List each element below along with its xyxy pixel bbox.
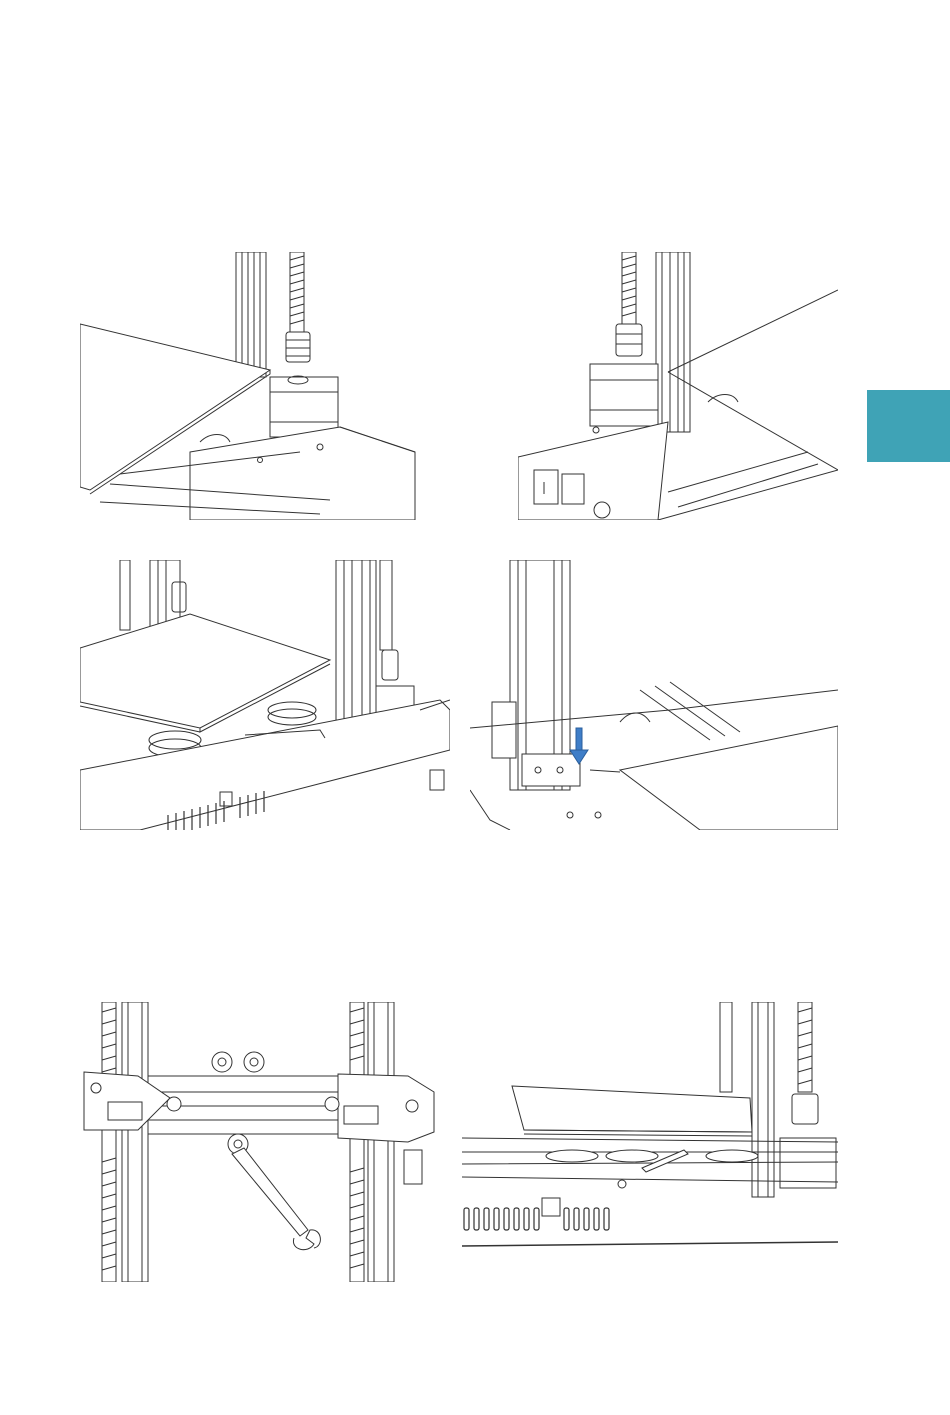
z-motor-left-corner-illustration-icon xyxy=(80,252,420,520)
z-motor-right-corner-power-switch-illustration-icon xyxy=(518,252,838,520)
bed-side-view-vent-panel-illustration-icon xyxy=(462,1002,838,1252)
gantry-eccentric-nut-wrench-illustration-icon xyxy=(78,1002,440,1282)
heated-bed-leveling-knobs-illustration-icon xyxy=(80,560,450,830)
section-tab-marker-icon xyxy=(867,390,950,462)
z-limit-switch-blue-arrow-illustration-icon xyxy=(470,560,838,830)
